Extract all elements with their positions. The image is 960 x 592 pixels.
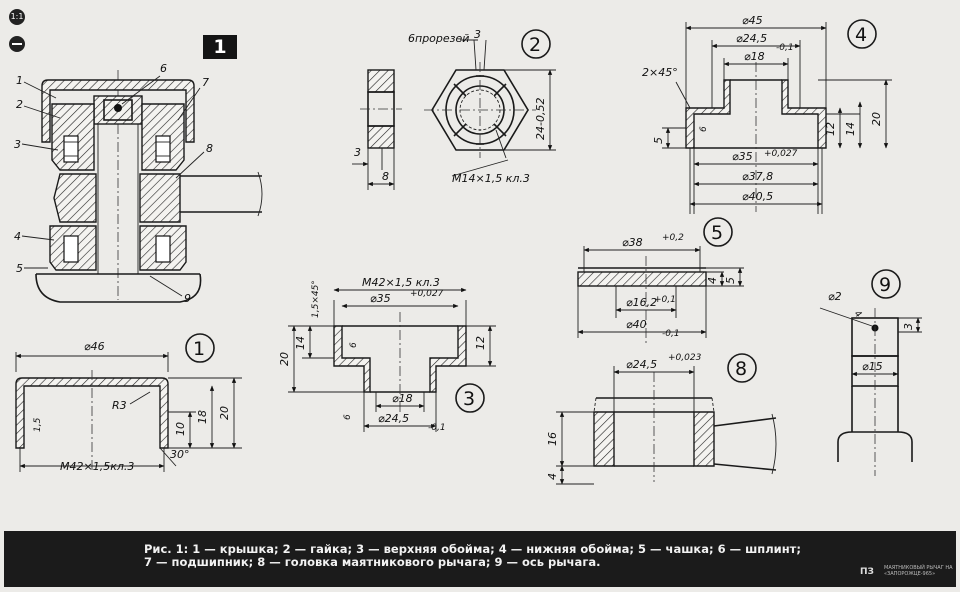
part-2-nut: 2 8 3 6прорезей 3 24-0,52 M14×1,5 кл.3 (352, 28, 556, 190)
p2-dim-0: 6прорезей (408, 32, 469, 45)
caption-bar: Рис. 1: 1 — крышка; 2 — гайка; 3 — верхн… (4, 531, 956, 587)
part-5-cup: 5 ⌀38 +0,2 4 5 ⌀16,2 +0,1 ⌀40 -0,1 (577, 217, 744, 344)
p3-dim-7: 12 (474, 336, 487, 350)
part-5-number: 5 (711, 222, 723, 244)
p5-dim-0: ⌀38 (622, 236, 643, 249)
p3-dim-9: ⌀24,5 (378, 412, 409, 425)
part-9-axle: 9 ⌀2 4 3 ⌀15 (819, 269, 922, 476)
p9-dim-0: ⌀2 (828, 290, 842, 303)
p3-dim-3: 1,5×45° (311, 280, 321, 318)
p3-dim-10: -0,1 (428, 423, 446, 433)
p4-dim-11: +0,027 (764, 149, 798, 159)
p5-dim-2: 4 (706, 277, 719, 284)
p8-dim-3: 4 (546, 473, 559, 480)
part-8-lever-head: 8 ⌀24,5 +0,023 16 4 (546, 353, 777, 485)
p5-dim-4: ⌀16,2 (626, 296, 657, 309)
p3-dim-2: +0,027 (410, 289, 444, 299)
callout-9: 9 (184, 292, 191, 305)
p9-dim-2: 3 (902, 323, 915, 330)
part-8-number: 8 (735, 358, 747, 380)
p3-dim-1: ⌀35 (370, 292, 391, 305)
p4-dim-4: 2×45° (642, 66, 678, 79)
magazine-logo: ПЗ (860, 567, 874, 577)
callout-5: 5 (16, 262, 23, 275)
p1-dim-4: 18 (196, 410, 209, 424)
part-4-number: 4 (855, 24, 867, 46)
part-1-cover: 1 ⌀46 R3 1,5 10 18 20 M42×1,5кл.3 30° (15, 333, 242, 473)
part-9-number: 9 (879, 274, 891, 296)
part-3-upper-race: 3 M42×1,5 кл.3 ⌀35 +0,027 1,5×45° 20 14 … (278, 276, 496, 433)
minus-icon (9, 36, 25, 52)
p2-dim-5: M14×1,5 кл.3 (452, 172, 530, 185)
p3-dim-0: M42×1,5 кл.3 (362, 276, 440, 289)
callout-3: 3 (14, 138, 21, 151)
p4-dim-6: 5 (652, 137, 665, 144)
figure-caption: Рис. 1: 1 — крышка; 2 — гайка; 3 — верхн… (144, 542, 801, 569)
p2-dim-3: 8 (382, 170, 389, 183)
part-2-number: 2 (529, 34, 541, 56)
p4-dim-0: ⌀45 (742, 14, 763, 27)
p1-dim-1: R3 (112, 399, 127, 412)
p2-dim-1: 3 (474, 28, 481, 41)
p4-dim-1: ⌀24,5 (736, 32, 767, 45)
p2-dim-4: 24-0,52 (534, 98, 547, 140)
p1-dim-2: 1,5 (33, 417, 43, 432)
p3-dim-5: 14 (294, 336, 307, 350)
p8-dim-1: +0,023 (668, 353, 702, 363)
p3-dim-6: 6 (349, 342, 359, 348)
p1-dim-0: ⌀46 (84, 340, 105, 353)
p8-dim-0: ⌀24,5 (626, 358, 657, 371)
p3-dim-8: ⌀18 (392, 392, 413, 405)
p5-dim-7: -0,1 (662, 329, 680, 339)
callout-4: 4 (14, 230, 21, 243)
assembly-view: 1 2 3 4 5 6 7 8 9 (14, 62, 263, 305)
p1-dim-7: 30° (170, 448, 190, 461)
p4-dim-8: 14 (844, 122, 857, 136)
p5-dim-5: +0,1 (654, 295, 676, 305)
callout-8: 8 (206, 142, 213, 155)
callout-7: 7 (202, 76, 209, 89)
p5-dim-6: ⌀40 (626, 318, 647, 331)
p1-dim-6: M42×1,5кл.3 (60, 460, 134, 473)
figure-number-badge: 1 (203, 35, 237, 59)
p4-dim-9: 20 (870, 112, 883, 126)
p8-dim-2: 16 (546, 432, 559, 446)
p3-dim-4: 20 (278, 352, 291, 366)
p4-dim-13: ⌀40,5 (742, 190, 773, 203)
part-3-number: 3 (463, 388, 475, 410)
p9-dim-3: ⌀15 (862, 360, 883, 373)
p4-dim-7: 12 (824, 122, 837, 136)
callout-2: 2 (16, 98, 23, 111)
p1-dim-3: 10 (174, 422, 187, 436)
callout-1: 1 (16, 74, 23, 87)
p1-dim-5: 20 (218, 406, 231, 420)
p3-dim-11: 6 (343, 414, 353, 420)
part-4-lower-race: 4 ⌀45 ⌀24,5 -0,1 ⌀18 2×45° 6 5 12 14 20 … (642, 14, 892, 214)
part-1-number: 1 (193, 338, 205, 360)
p4-dim-12: ⌀37,8 (742, 170, 773, 183)
p4-dim-3: ⌀18 (744, 50, 765, 63)
p9-dim-1: 4 (852, 309, 863, 320)
p4-dim-10: ⌀35 (732, 150, 753, 163)
p4-dim-2: -0,1 (776, 43, 794, 53)
magazine-note: МАЯТНИКОВЫЙ РЫЧАГ НА «ЗАПОРОЖЦЕ-965» (884, 565, 953, 577)
p4-dim-5: 6 (699, 126, 709, 132)
p5-dim-1: +0,2 (662, 233, 684, 243)
scale-badge: 1:1 (9, 9, 25, 25)
p2-dim-2: 3 (354, 146, 361, 159)
p5-dim-3: 5 (724, 277, 737, 284)
callout-6: 6 (160, 62, 167, 75)
